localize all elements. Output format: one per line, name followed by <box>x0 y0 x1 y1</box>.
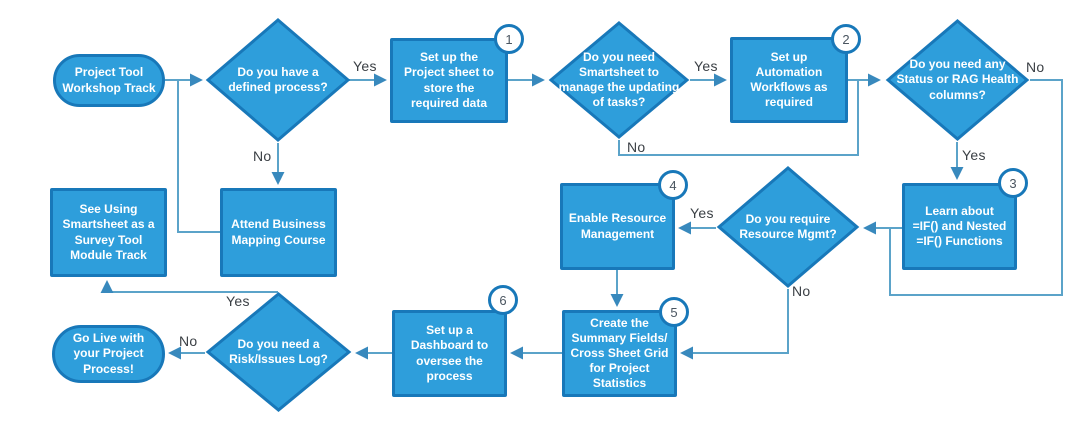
step-badge-3: 3 <box>998 168 1028 198</box>
diamond-shape <box>548 21 690 139</box>
edge-d5-yes-to-seeusing <box>100 280 278 294</box>
node-enable-resource-management: Enable Resource Management <box>560 183 675 270</box>
node-decision-defined-process: Do you have a defined process? <box>205 17 351 143</box>
edge-label-d5-no: No <box>179 333 198 349</box>
node-label: Set up the Project sheet to store the re… <box>403 50 495 110</box>
node-label: Do you require Resource Mgmt? <box>739 211 837 241</box>
node-go-live: Go Live with your Project Process! <box>52 325 165 383</box>
node-label: Go Live with your Project Process! <box>72 331 145 376</box>
edge-label-d1-yes: Yes <box>353 58 377 74</box>
node-create-summary-fields: Create the Summary Fields/ Cross Sheet G… <box>562 310 677 397</box>
diamond-shape <box>205 292 352 412</box>
edge-attend-loopback-to-d1 <box>177 80 220 233</box>
node-decision-resource-mgmt: Do you require Resource Mgmt? <box>716 165 860 289</box>
diamond-shape <box>716 166 860 288</box>
node-decision-smartsheet-updating: Do you need Smartsheet to manage the upd… <box>548 20 690 140</box>
step-badge-5: 5 <box>659 297 689 327</box>
node-label: Do you need any Status or RAG Health col… <box>896 57 1019 102</box>
node-setup-dashboard: Set up a Dashboard to oversee the proces… <box>392 310 507 397</box>
step-badge-2: 2 <box>831 24 861 54</box>
edge-d3-no-to-d4 <box>863 79 1063 296</box>
node-label: Create the Summary Fields/ Cross Sheet G… <box>570 315 669 391</box>
node-label: See Using Smartsheet as a Survey Tool Mo… <box>62 202 155 262</box>
edge-label-d3-no: No <box>1026 59 1045 75</box>
diamond-shape <box>205 18 351 142</box>
edge-label-d5-yes: Yes <box>226 293 250 309</box>
node-label: Enable Resource Management <box>568 211 667 241</box>
edge-label-d4-no: No <box>792 283 811 299</box>
node-learn-if-functions: Learn about =IF() and Nested =IF() Funct… <box>902 183 1017 270</box>
step-badge-4: 4 <box>658 170 688 200</box>
node-see-survey-tool-module: See Using Smartsheet as a Survey Tool Mo… <box>50 188 167 277</box>
node-label: Attend Business Mapping Course <box>231 217 326 247</box>
edge-d4-no-to-r5 <box>680 289 789 360</box>
edge-label-d2-yes: Yes <box>694 58 718 74</box>
edge-label-d2-no: No <box>627 139 646 155</box>
edge-label-d3-yes: Yes <box>962 147 986 163</box>
edge-label-d4-yes: Yes <box>690 205 714 221</box>
node-label: Set up Automation Workflows as required <box>750 49 828 110</box>
node-label: Set up a Dashboard to oversee the proces… <box>410 323 489 383</box>
diamond-shape <box>885 19 1030 141</box>
edge-d2-no-bypass-to-d3 <box>618 80 859 156</box>
node-label: Do you need Smartsheet to manage the upd… <box>558 49 680 110</box>
step-badge-6: 6 <box>488 285 518 315</box>
node-project-tool-workshop-track: Project Tool Workshop Track <box>53 54 165 107</box>
node-setup-automation-workflows: Set up Automation Workflows as required <box>730 37 848 123</box>
node-setup-project-sheet: Set up the Project sheet to store the re… <box>390 38 508 123</box>
node-label: Do you need a Risk/Issues Log? <box>229 336 328 366</box>
node-label: Do you have a defined process? <box>228 64 328 94</box>
node-decision-status-rag-columns: Do you need any Status or RAG Health col… <box>885 18 1030 142</box>
node-attend-business-mapping: Attend Business Mapping Course <box>220 188 337 277</box>
step-badge-1: 1 <box>494 24 524 54</box>
edge-label-d1-no: No <box>253 148 272 164</box>
node-label: Project Tool Workshop Track <box>62 65 156 95</box>
node-decision-risk-issues-log: Do you need a Risk/Issues Log? <box>205 291 352 413</box>
node-label: Learn about =IF() and Nested =IF() Funct… <box>912 203 1007 249</box>
